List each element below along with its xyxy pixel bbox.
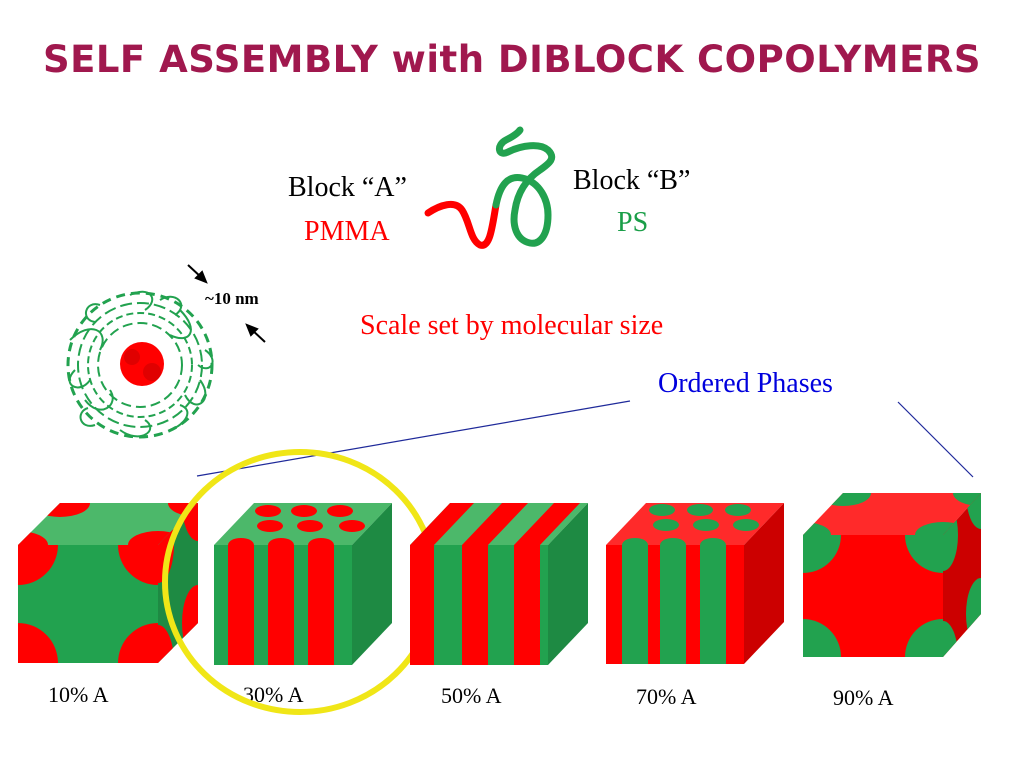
diblock-polymer-chain xyxy=(424,126,556,249)
block-b-label: Block “B” xyxy=(573,165,691,196)
block-a-name: PMMA xyxy=(304,216,390,247)
bracket-line-left xyxy=(196,400,631,477)
phase-label-70: 70% A xyxy=(636,684,697,709)
phase-cube-10 xyxy=(18,503,198,663)
phase-cube-90 xyxy=(803,493,981,657)
size-arrow-icon xyxy=(187,264,266,343)
size-label: ~10 nm xyxy=(205,289,259,308)
block-b-name: PS xyxy=(617,207,649,238)
phase-label-50: 50% A xyxy=(441,683,502,708)
scale-text: Scale set by molecular size xyxy=(360,310,664,341)
bracket-line-right xyxy=(897,401,974,478)
phase-label-90: 90% A xyxy=(833,685,894,710)
micelle-core xyxy=(120,342,164,386)
block-a-label: Block “A” xyxy=(288,172,407,203)
phase-label-10: 10% A xyxy=(48,682,109,707)
slide-title: SELF ASSEMBLY with DIBLOCK COPOLYMERS xyxy=(42,38,982,81)
phase-cube-30 xyxy=(214,503,392,665)
micelle-illustration xyxy=(66,290,214,439)
phase-cube-50 xyxy=(410,503,588,665)
ordered-phases-label: Ordered Phases xyxy=(658,368,833,399)
phase-cube-70 xyxy=(606,503,784,664)
